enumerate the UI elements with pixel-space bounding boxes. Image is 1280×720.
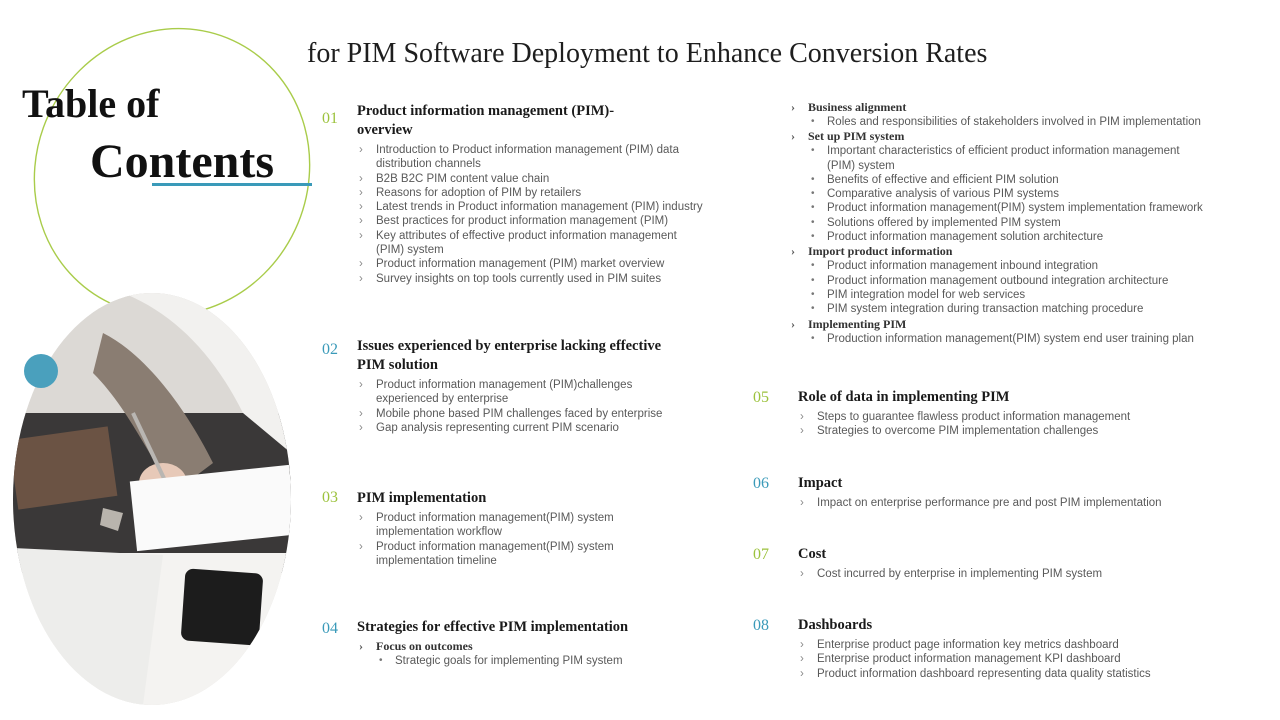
list-item: Latest trends in Product information man… [357, 200, 732, 215]
list-item: Strategic goals for implementing PIM sys… [376, 654, 717, 669]
section-title-05: Role of data in implementing PIM [798, 389, 1010, 405]
list-item: Benefits of effective and efficient PIM … [808, 173, 1249, 188]
list-item: PIM integration model for web services [808, 288, 1249, 303]
list-item: Product information management inbound i… [808, 259, 1249, 274]
heading-underline [152, 183, 312, 186]
list-item: Key attributes of effective product info… [357, 229, 696, 258]
section-02: Issues experienced by enterprise lacking… [357, 337, 697, 435]
list-item: Mobile phone based PIM challenges faced … [357, 407, 697, 422]
list-item: Important characteristics of efficient p… [808, 144, 1207, 173]
section-items-06: Impact on enterprise performance pre and… [798, 496, 1218, 511]
list-item: Solutions offered by implemented PIM sys… [808, 216, 1249, 231]
section-08: Dashboards Enterprise product page infor… [798, 616, 1218, 681]
list-item: B2B B2C PIM content value chain [357, 172, 732, 187]
list-item: Survey insights on top tools currently u… [357, 272, 732, 287]
group-items-import-product-information: Product information management inbound i… [789, 259, 1249, 316]
list-item: Reasons for adoption of PIM by retailers [357, 186, 732, 201]
section-number-07: 07 [753, 546, 769, 563]
list-item: Enterprise product page information key … [798, 638, 1218, 653]
list-item: Product information management(PIM) syst… [357, 511, 646, 540]
section-items-01: Introduction to Product information mana… [357, 143, 732, 286]
section-title-06: Impact [798, 475, 843, 491]
group-items-implementing-pim: Production information management(PIM) s… [789, 332, 1249, 347]
subheading-focus-on-outcomes: Focus on outcomes [357, 639, 717, 654]
section-03: PIM implementation Product information m… [357, 489, 657, 568]
list-item: Product information management (PIM)chal… [357, 378, 666, 407]
toc-heading-line1: Table of [22, 81, 160, 126]
section-number-04: 04 [322, 620, 338, 637]
list-item: Best practices for product information m… [357, 214, 732, 229]
list-item: Steps to guarantee flawless product info… [798, 410, 1218, 425]
list-item: Impact on enterprise performance pre and… [798, 496, 1218, 511]
section-items-07: Cost incurred by enterprise in implement… [798, 567, 1218, 582]
list-item: PIM system integration during transactio… [808, 302, 1249, 317]
section-number-06: 06 [753, 475, 769, 492]
page-title: for PIM Software Deployment to Enhance C… [307, 38, 988, 69]
list-item: Product information management(PIM) syst… [357, 540, 646, 569]
section-items-03: Product information management(PIM) syst… [357, 511, 657, 568]
list-item: Cost incurred by enterprise in implement… [798, 567, 1218, 582]
list-item: Roles and responsibilities of stakeholde… [808, 115, 1249, 130]
section-04-continued: Business alignment Roles and responsibil… [789, 100, 1249, 346]
subheading-implementing-pim: Implementing PIM [789, 317, 1249, 332]
subheading-set-up-pim: Set up PIM system [789, 129, 1249, 144]
section-07: Cost Cost incurred by enterprise in impl… [798, 545, 1218, 582]
section-01: Product information management (PIM)- ov… [357, 102, 732, 286]
section-items-08: Enterprise product page information key … [798, 638, 1218, 681]
list-item: Product information dashboard representi… [798, 667, 1218, 682]
section-title-07: Cost [798, 546, 827, 562]
list-item: Introduction to Product information mana… [357, 143, 732, 172]
section-number-05: 05 [753, 389, 769, 406]
accent-dot [24, 354, 58, 388]
group-items-business-alignment: Roles and responsibilities of stakeholde… [789, 115, 1249, 130]
section-title-04: Strategies for effective PIM implementat… [357, 619, 629, 635]
section-number-08: 08 [753, 617, 769, 634]
section-05: Role of data in implementing PIM Steps t… [798, 388, 1218, 439]
list-item: Strategies to overcome PIM implementatio… [798, 424, 1218, 439]
list-item: Product information management(PIM) syst… [808, 201, 1249, 216]
section-items-02: Product information management (PIM)chal… [357, 378, 697, 435]
list-item: Product information management solution … [808, 230, 1249, 245]
toc-heading-line2: Contents [90, 135, 275, 188]
list-item: Enterprise product information managemen… [798, 652, 1218, 667]
section-items-05: Steps to guarantee flawless product info… [798, 410, 1218, 439]
section-number-01: 01 [322, 110, 338, 127]
section-number-02: 02 [322, 341, 338, 358]
section-title-03: PIM implementation [357, 490, 487, 506]
list-item: Product information management (PIM) mar… [357, 257, 732, 272]
list-item: Production information management(PIM) s… [808, 332, 1249, 347]
subheading-business-alignment: Business alignment [789, 100, 1249, 115]
section-title-02: Issues experienced by enterprise lacking… [357, 338, 662, 373]
section-06: Impact Impact on enterprise performance … [798, 474, 1218, 511]
list-item: Product information management outbound … [808, 274, 1249, 289]
list-item: Comparative analysis of various PIM syst… [808, 187, 1249, 202]
desk-photo [13, 293, 291, 705]
section-number-03: 03 [322, 489, 338, 506]
subheading-import-product-information: Import product information [789, 244, 1249, 259]
group-items-set-up-pim: Important characteristics of efficient p… [789, 144, 1249, 244]
section-title-01: Product information management (PIM)- ov… [357, 103, 615, 138]
section-04: Strategies for effective PIM implementat… [357, 618, 717, 669]
list-item: Gap analysis representing current PIM sc… [357, 421, 697, 436]
section-items-04: Strategic goals for implementing PIM sys… [357, 654, 717, 669]
section-title-08: Dashboards [798, 617, 873, 633]
